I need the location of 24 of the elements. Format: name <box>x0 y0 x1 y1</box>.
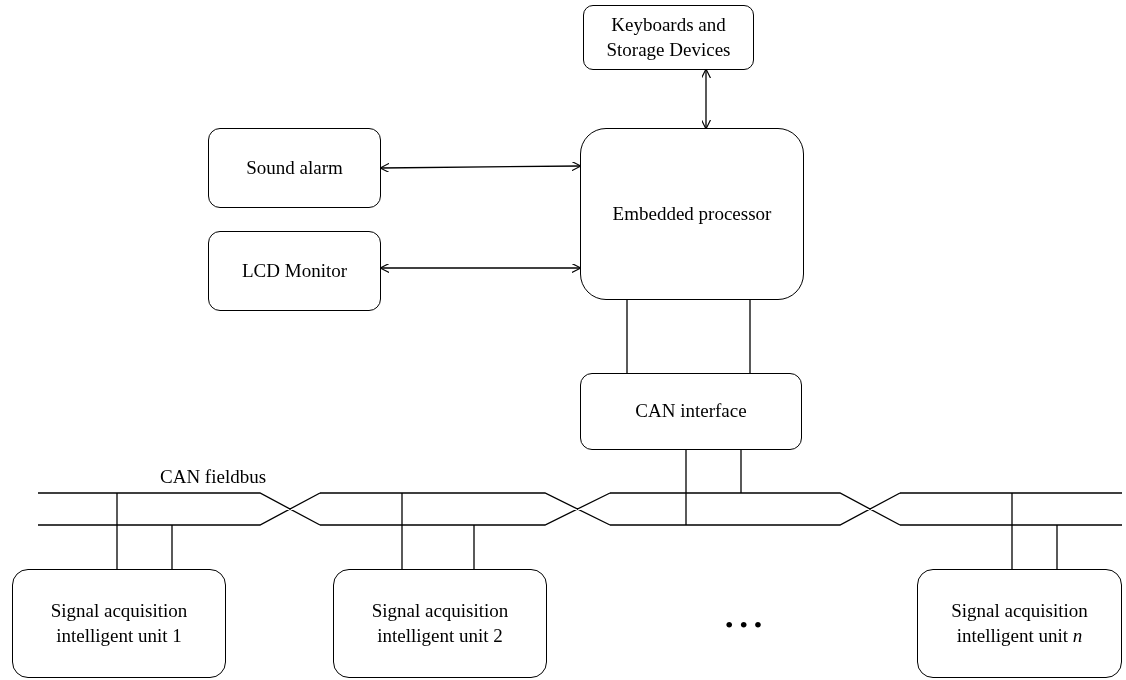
connector-line <box>685 449 687 526</box>
connector-line <box>1011 492 1013 570</box>
process-box: Keyboards and Storage Devices <box>583 5 754 70</box>
arrow <box>379 262 582 274</box>
connector-line <box>116 492 118 570</box>
process-box: Signal acquisition intelligent unit 1 <box>12 569 226 678</box>
connector-line <box>1056 524 1058 570</box>
connector-line <box>740 449 742 494</box>
connector-line <box>749 299 751 374</box>
process-box: CAN interface <box>580 373 802 450</box>
process-box: Sound alarm <box>208 128 381 208</box>
arrow <box>700 68 712 130</box>
connector-line <box>626 299 628 374</box>
connector-line <box>401 492 403 570</box>
bus-label: CAN fieldbus <box>160 466 267 488</box>
process-box: Signal acquisition intelligent unit 2 <box>333 569 547 678</box>
connector-line <box>171 524 173 570</box>
connector-line <box>473 524 475 570</box>
ellipsis-mark: • • • <box>725 612 763 639</box>
process-box: Signal acquisition intelligent unit n <box>917 569 1122 678</box>
arrow <box>379 161 582 173</box>
process-box: Embedded processor <box>580 128 804 300</box>
twisted-pair-bus-drawing <box>38 491 1122 527</box>
process-box: LCD Monitor <box>208 231 381 311</box>
